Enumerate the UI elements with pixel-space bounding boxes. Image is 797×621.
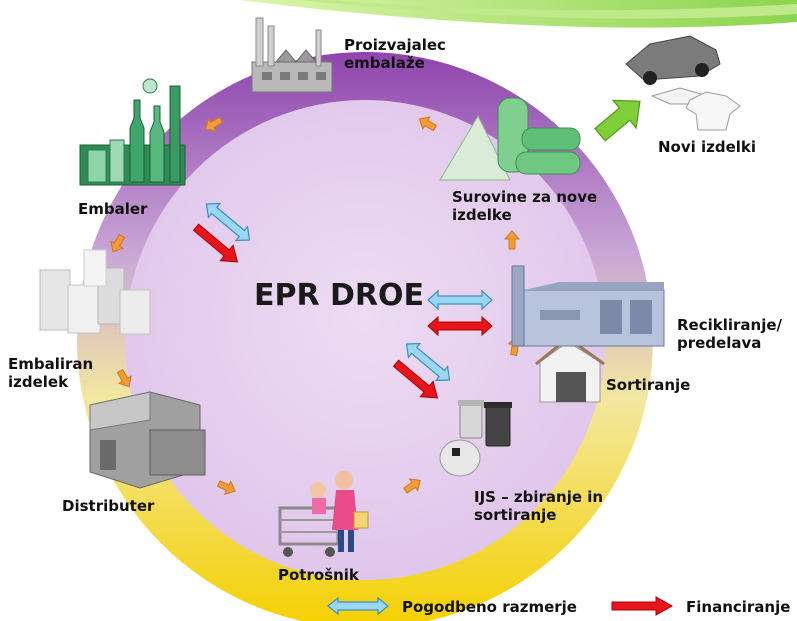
raw-materials-icon [439,97,581,181]
legend-contract-arrow [327,596,389,616]
flow-arrows [110,116,524,495]
financing-arrow-recycling [427,315,493,337]
packing-bottles-icon [79,78,186,186]
label-recycling: Recikliranje/ predelava [677,316,783,352]
label-ijs: IJS – zbiranje in sortiranje [474,488,604,524]
label-distributor: Distributer [62,497,155,515]
label-sorting: Sortiranje [606,376,691,394]
legend-contract-label: Pogodbeno razmerje [402,598,577,616]
flow-arrow-4 [116,368,132,388]
flow-arrow-1 [204,116,224,132]
legend [327,596,674,616]
recycling-plant-icon [511,265,665,347]
flow-arrow-2 [418,116,438,132]
flow-arrow-3 [110,233,126,253]
flow-arrow-8 [503,230,521,250]
flow-arrow-5 [216,480,236,495]
packaged-product-icon [39,249,151,335]
relation-arrows [192,202,493,399]
waste-bins-icon [439,400,512,477]
financing-arrow-embaler [192,223,239,263]
legend-financing-label: Financiranje [686,598,791,616]
label-packer: Embaler [78,200,148,218]
financing-arrow-ijs [392,359,439,399]
contract-arrow-ijs [405,342,451,382]
flow-arrow-6 [403,478,421,494]
corner-stripes [240,0,797,28]
label-new-products: Novi izdelki [658,138,757,156]
factory-icon [251,17,333,93]
new-products-icon [625,35,741,131]
legend-financing-arrow [611,596,674,616]
center-title: EPR DROE [254,278,425,313]
label-packaged-product: Embaliran izdelek [8,355,94,391]
new-products-arrow [594,99,641,142]
contract-arrow-recycling [427,289,493,311]
inner-circle [125,100,605,580]
label-consumer: Potrošnik [278,566,359,584]
contract-arrow-embaler [205,202,251,242]
label-raw-materials: Surovine za nove izdelke [452,188,598,224]
label-producer: Proizvajalec embalaže [344,36,446,72]
consumer-shopping-icon [278,471,369,557]
distribution-building-icon [89,391,206,489]
